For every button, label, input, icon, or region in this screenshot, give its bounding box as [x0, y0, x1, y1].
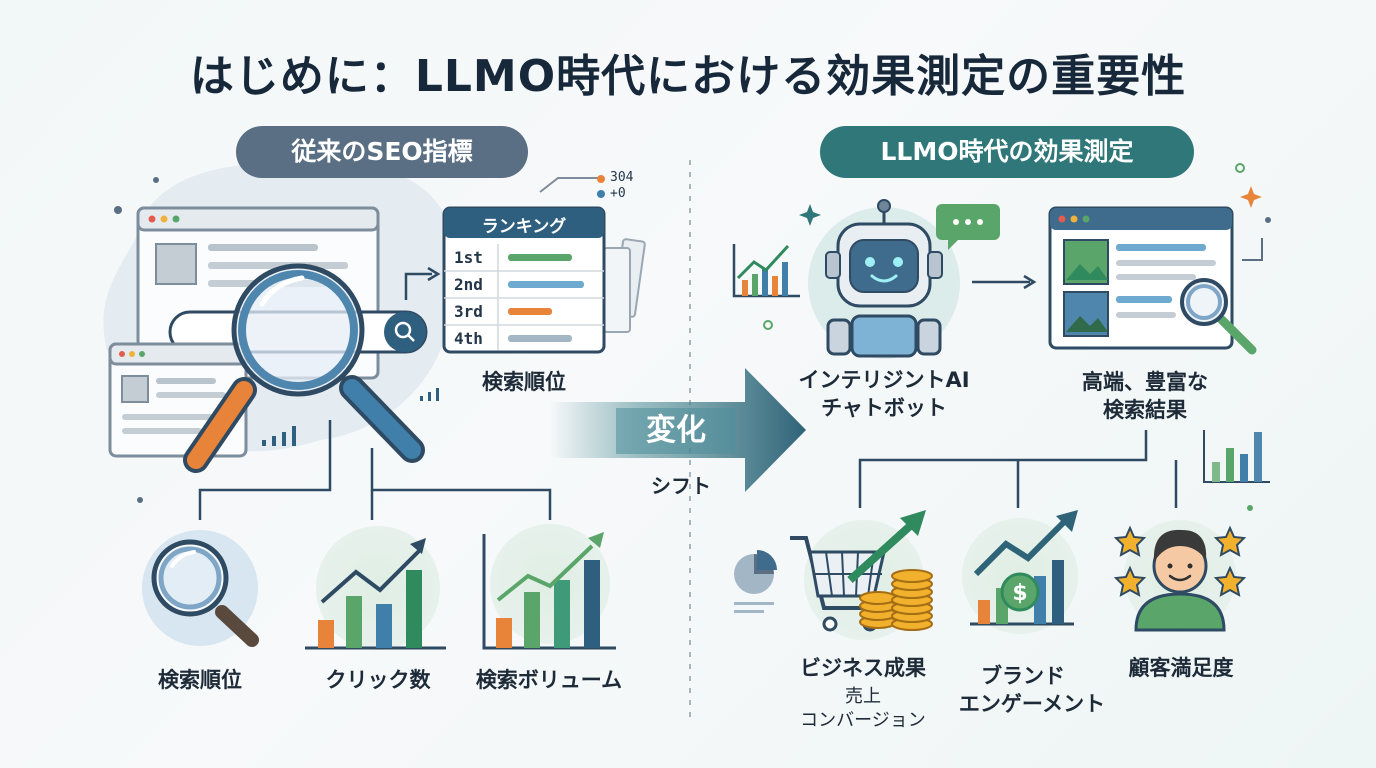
- page-title: はじめに：LLMO時代における効果測定の重要性: [189, 51, 1187, 102]
- decor-dot: [153, 177, 159, 183]
- pie-chart-icon: [734, 550, 777, 613]
- legend-value-2: +0: [610, 186, 626, 201]
- left-section-heading: 従来のSEO指標: [236, 126, 528, 178]
- shift-main-label: 変化: [646, 413, 706, 448]
- right-section-heading: LLMO時代の効果測定: [820, 126, 1194, 178]
- star-icon: [1113, 525, 1247, 597]
- metric-label-clicks: クリック数: [325, 668, 431, 692]
- decor-line: [539, 177, 600, 193]
- customer-avatar-icon: [1124, 520, 1236, 632]
- brand-growth-chart-icon: [962, 510, 1078, 634]
- shift-sub-label: シフト: [651, 474, 711, 498]
- chatbot-label-line1: インテリジントAI: [798, 368, 970, 392]
- right-tree-connector: [858, 430, 1178, 508]
- decor-dot: [114, 206, 122, 214]
- legend-dot-blue: [597, 190, 605, 198]
- ranking-card-title: ランキング: [481, 217, 567, 237]
- metric-magnifier-icon: [142, 530, 259, 647]
- metric-click-chart-icon: [305, 526, 446, 650]
- dollar-icon: $: [1012, 581, 1027, 606]
- results-label-line1: 高端、豊富な: [1082, 370, 1208, 394]
- decor-corner-line: [1242, 238, 1263, 261]
- trend-chart-small-icon: [732, 244, 800, 298]
- chat-bubble-icon: [936, 204, 1000, 250]
- decor-dot: [1235, 163, 1245, 173]
- outcome-label-brand: ブランド: [981, 664, 1065, 688]
- chatbot-robot-icon: [825, 199, 943, 358]
- metric-label-volume: 検索ボリューム: [475, 668, 623, 692]
- signal-bars-icon: [420, 388, 439, 401]
- decor-dot: [1247, 505, 1253, 511]
- decor-dot: [137, 497, 143, 503]
- chatbot-label-line2: チャトボット: [821, 396, 947, 420]
- legend-value-1: 304: [610, 170, 634, 185]
- ranking-card: [442, 206, 646, 354]
- signal-bars-icon: [262, 426, 296, 446]
- outcome-label-business: ビジネス成果: [800, 656, 926, 680]
- decor-dot: [1265, 217, 1271, 223]
- metric-volume-chart-icon: [482, 524, 616, 650]
- shopping-cart-coins-icon: [790, 510, 933, 640]
- outcome-label-satisfaction: 顧客満足度: [1128, 656, 1234, 680]
- magnifier-large-icon: [183, 263, 425, 473]
- ranking-row-4: 4th: [454, 329, 483, 348]
- metric-label-rank: 検索順位: [158, 668, 242, 692]
- search-results-browser: [1048, 206, 1234, 350]
- outcome-sub-sales: 売上: [845, 686, 881, 707]
- decor-dot: [763, 320, 773, 330]
- ranking-caption: 検索順位: [482, 370, 566, 394]
- ranking-row-2: 2nd: [454, 275, 483, 294]
- outcome-sub-engagement: エンゲーメント: [958, 692, 1106, 716]
- bar-chart-small-icon: [1203, 430, 1270, 483]
- ranking-row-1: 1st: [454, 248, 483, 267]
- results-magnifier-icon: [1180, 278, 1257, 355]
- sparkle-icon: [1240, 186, 1262, 208]
- arrow-to-ranking: [404, 272, 432, 300]
- sparkle-icon: [799, 204, 821, 226]
- left-tree-connector: [198, 420, 552, 520]
- ranking-row-3: 3rd: [454, 302, 483, 321]
- legend-dot-orange: [597, 175, 605, 183]
- results-label-line2: 検索結果: [1103, 398, 1187, 422]
- outcome-sub-conversion: コンバージョン: [800, 710, 926, 731]
